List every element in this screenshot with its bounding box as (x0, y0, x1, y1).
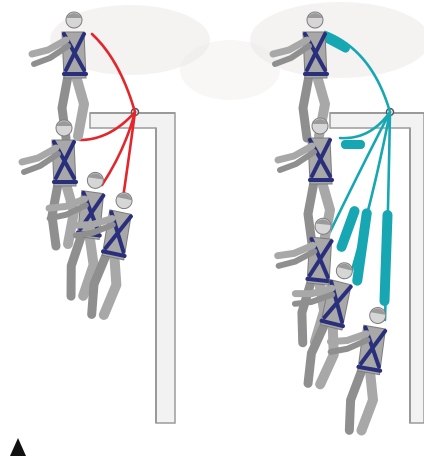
left-panel (22, 12, 175, 423)
arrow-up-icon (10, 438, 26, 456)
